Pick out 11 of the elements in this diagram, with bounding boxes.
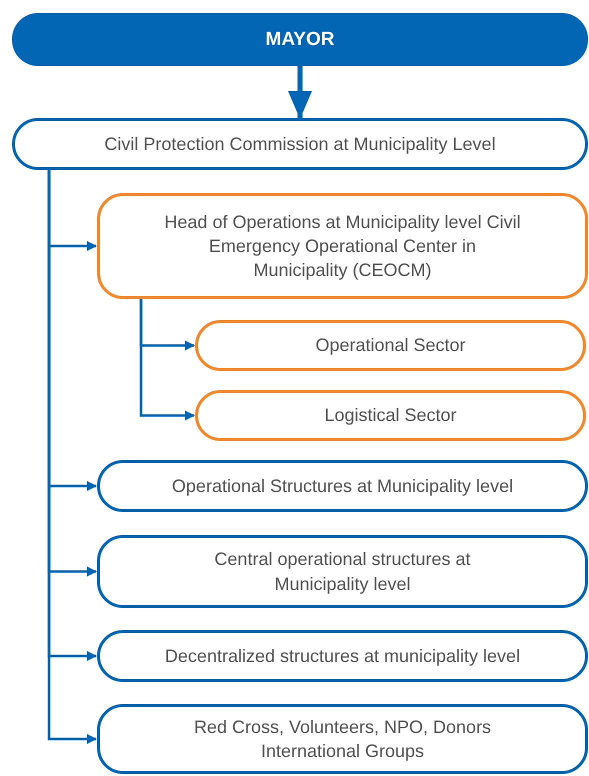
process-box: Head of Operations at Municipality level Civil Emergency Operational Center in Municipality (CEOCM) [97,193,588,299]
arrow [288,66,312,119]
process-box: Central operational structures at Municipality level [97,535,588,608]
process-box: Logistical Sector [195,390,586,441]
process-box: Operational Structures at Municipality level [97,460,588,512]
arrow [140,299,195,420]
process-box: Red Cross, Volunteers, NPO, Donors International Groups [97,704,588,774]
title-box: MAYOR [12,13,588,66]
process-box: Decentralized structures at municipality level [97,630,588,682]
process-box: Operational Sector [195,320,586,371]
process-box: Civil Protection Commission at Municipality Level [12,118,588,170]
